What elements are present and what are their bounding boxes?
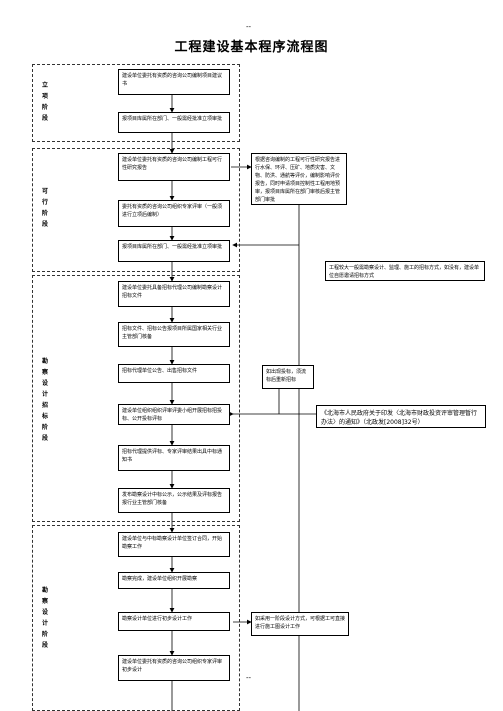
step-preliminary-design: 勘察设计单位进行初步设计工作: [118, 612, 230, 631]
step-publicity: 发布勘察设计中标公示，公示结果及评标报告报行业主管部门核备: [118, 488, 230, 513]
step-design-review: 建设单位委托有资质的咨询公司组织专家评审初步设计: [118, 655, 230, 681]
note-bidding-method: 工程较大一般需勘察设计、监理、施工的招标方式，如没有，建设单位自愿邀请招标方式: [325, 261, 485, 281]
page-title: 工程建设基本程序流程图: [174, 40, 329, 55]
step-proposal-approval: 报项目库属所在部门、一般需经批准立项审批: [118, 112, 230, 133]
note-regulation-reference: 《北海市人民政府关于印发〈北海市财政投资评审管理暂行办法〉的通知》（北政发[20…: [316, 405, 486, 428]
stage-frame-feasibility: [32, 148, 240, 272]
stage-frame-bidding: [32, 275, 240, 522]
stage-label-bidding: 勘察设计招标阶段: [41, 358, 48, 442]
stage-label-proposal: 立项阶段: [41, 82, 48, 122]
step-bid-announcement: 招标代理单位公告、出售招标文件: [118, 364, 230, 383]
footer-mark: --: [246, 674, 252, 682]
step-expert-review: 委托有资质的咨询公司组织专家评审（一般须进行立项后编制）: [118, 200, 230, 227]
step-survey-complete: 勘察完成，建设单位组织开展勘察: [118, 572, 230, 589]
step-bid-filing: 招标文件、招标公告报项目所属国家相关行业主管部门核备: [118, 322, 230, 347]
step-bid-evaluation: 建设单位组织组织评审评委小组开展招标招投标、公开投标评标: [118, 404, 230, 425]
note-one-stage-design: 如采用一阶段设计方式，可根据工可直接进行施工图设计工作: [251, 612, 349, 636]
step-sign-contract: 建设单位与中标勘察设计单位签订合同，开始勘察工作: [118, 532, 230, 557]
step-feasibility-report: 建设单位委托有资质的咨询公司编制工程可行性研究报告: [118, 153, 230, 181]
note-rebid: 如出现投标，须流标后重新招标: [262, 365, 314, 389]
stage-label-feasibility: 可行阶段: [41, 188, 48, 228]
stage-label-design: 勘察设计阶段: [41, 587, 48, 649]
step-bid-documents: 建设单位委托具备招标代理公司编制勘察设计招标文件: [118, 281, 230, 307]
step-winning-notice: 招标代理提供评标、专家评审结果出具中标通知书: [118, 445, 230, 471]
note-feasibility-assessments: 根据咨询编制的工程可行性研究报告进行水保、环评、压矿、地质灾害、文物、防洪、通航…: [251, 153, 347, 205]
header-mark: --: [246, 23, 252, 31]
step-project-proposal: 建设单位委托有资质的咨询公司编制项目建议书: [118, 69, 230, 95]
stage-frame-proposal: [32, 64, 240, 142]
step-feasibility-approval: 报项目库属所在部门、一般需经批准立项审批: [118, 240, 230, 262]
